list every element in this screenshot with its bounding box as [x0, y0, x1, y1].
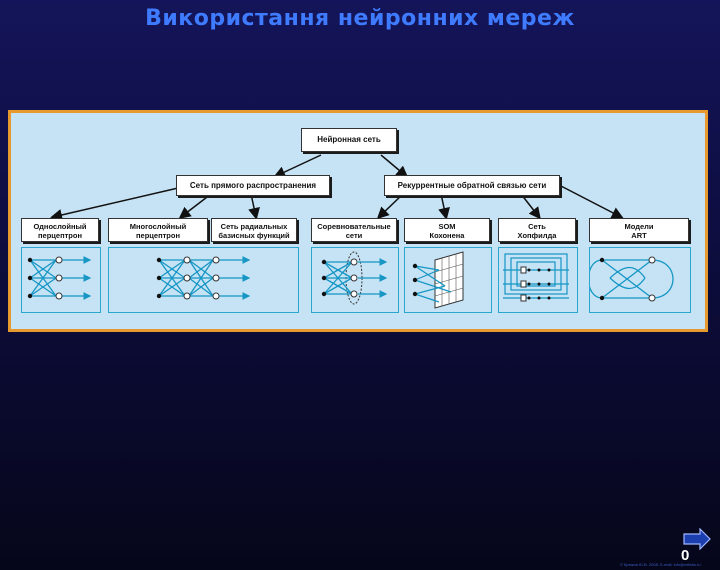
link-rec-competitive — [376, 193, 404, 220]
art-illustration — [588, 256, 674, 302]
hopfield-illustration — [503, 253, 569, 302]
category-hopfield: Сеть Хопфилда — [498, 218, 576, 242]
branch-feedforward: Сеть прямого распространения — [176, 175, 330, 196]
category-single-perceptron: Однослойный перцептрон — [21, 218, 99, 242]
category-multi-perceptron: Многослойный перцептрон — [108, 218, 208, 242]
branch-recurrent: Рекуррентные обратной связью сети — [384, 175, 560, 196]
page-number: 0 — [681, 547, 690, 564]
panel-multilayer-perceptron — [108, 247, 299, 313]
right-arrow-icon — [683, 527, 711, 551]
link-ff-single — [50, 184, 192, 221]
link-root-feedforward — [273, 154, 322, 178]
panel-som — [404, 247, 492, 313]
som-illustration — [412, 251, 464, 309]
neural-network-diagram: Нейронная сеть Сеть прямого распростране… — [8, 110, 708, 332]
category-art: Модели ART — [589, 218, 689, 242]
next-slide-button[interactable] — [682, 527, 712, 551]
link-ff-multi — [178, 193, 212, 219]
link-rec-hopfield — [520, 193, 541, 220]
category-rbf-network: Сеть радиальных базисных функций — [211, 218, 297, 242]
panel-hopfield — [498, 247, 578, 313]
diagram-connectors — [50, 154, 624, 221]
footer-copyright: © Крюков Ю.В. 2008. E-mail: info@mflabs.… — [620, 562, 701, 567]
panel-art — [588, 247, 691, 313]
panel-competitive — [311, 247, 399, 313]
single-perceptron-illustration — [27, 256, 92, 300]
panel-single-perceptron — [21, 247, 101, 313]
category-som: SOM Кохонена — [404, 218, 490, 242]
link-root-recurrent — [380, 154, 409, 178]
multilayer-perceptron-illustration — [156, 256, 251, 300]
link-ff-rbf — [248, 193, 260, 220]
root-node: Нейронная сеть — [301, 128, 397, 152]
link-rec-som — [438, 193, 450, 220]
category-competitive: Соревновательные сети — [311, 218, 397, 242]
slide-title: Використання нейронних мереж — [145, 6, 575, 31]
link-rec-art — [558, 184, 624, 219]
competitive-network-illustration — [321, 251, 388, 305]
